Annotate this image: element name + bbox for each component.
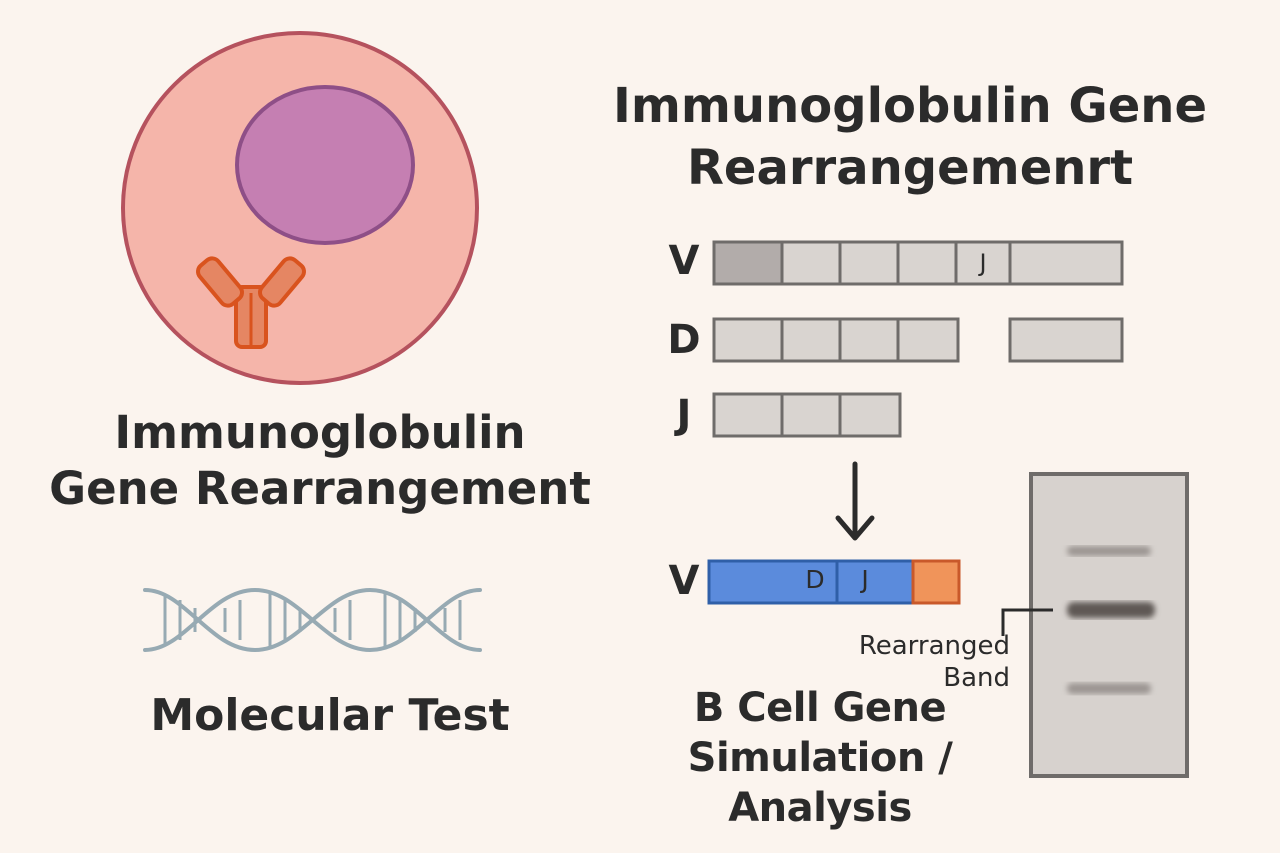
rearranged-band-label: Rearranged Band xyxy=(820,630,1010,694)
rearranged-segment xyxy=(707,559,961,605)
nucleus xyxy=(235,85,415,245)
antibody-icon xyxy=(196,256,306,349)
result-j-label: J xyxy=(861,565,869,594)
bcell-line-1: B Cell Gene xyxy=(693,685,947,731)
dna-helix-icon xyxy=(143,587,482,653)
left-title-line-2: Gene Rearrangement xyxy=(49,462,591,515)
result-d-label: D xyxy=(805,565,825,594)
band-pointer xyxy=(1001,608,1053,636)
bcell-line-2: Simulation / Analysis xyxy=(687,735,953,831)
molecular-test-label: Molecular Test xyxy=(150,690,510,741)
d-segment-bar xyxy=(712,317,960,363)
right-title: Immunoglobulin Gene Rearrangemenrt xyxy=(560,75,1260,199)
v-segment-j-label: J xyxy=(979,249,987,277)
gel-band-rearranged xyxy=(1067,602,1155,618)
gel-band-top xyxy=(1067,546,1151,556)
down-arrow-icon xyxy=(835,461,875,541)
gel-band-bottom xyxy=(1067,683,1151,694)
gene-segments xyxy=(712,240,1124,438)
band-label-line-2: Band xyxy=(943,663,1010,693)
right-title-line-2: Rearrangemenrt xyxy=(686,140,1134,196)
right-title-line-1: Immunoglobulin Gene xyxy=(613,78,1207,134)
j-segment-bar xyxy=(712,392,902,438)
v-row-label: V xyxy=(668,238,700,284)
result-v-label: V xyxy=(668,558,700,604)
d-row-label: D xyxy=(667,317,701,363)
j-row-label: J xyxy=(676,392,692,438)
gel-electrophoresis xyxy=(1029,472,1189,778)
b-cell-analysis-title: B Cell Gene Simulation / Analysis xyxy=(590,683,1050,833)
d-segment-bar-2 xyxy=(1008,317,1124,363)
left-title: Immunoglobulin Gene Rearrangement xyxy=(40,405,600,517)
left-title-line-1: Immunoglobulin xyxy=(114,406,526,459)
b-cell-illustration xyxy=(121,31,479,385)
band-label-line-1: Rearranged xyxy=(858,631,1010,661)
